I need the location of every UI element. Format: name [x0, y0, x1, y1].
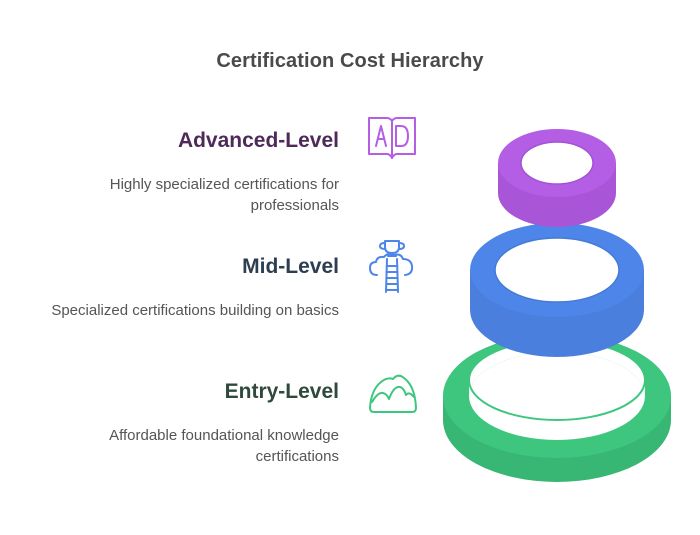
level-entry-desc-line: Affordable foundational knowledge	[109, 427, 339, 444]
level-mid-title: Mid-Level	[242, 255, 339, 278]
level-entry: Entry-Level Affordable foundational know…	[0, 379, 339, 467]
advanced-level-ring	[498, 129, 616, 227]
level-advanced-desc: Highly specialized certifications for pr…	[0, 174, 339, 216]
level-advanced: Advanced-Level Highly specialized certif…	[0, 128, 339, 216]
mid-level-ring	[470, 223, 644, 357]
entry-level-ring	[443, 334, 671, 482]
level-mid-desc: Specialized certifications building on b…	[0, 300, 339, 321]
level-advanced-desc-line: Highly specialized certifications for	[109, 176, 339, 193]
level-entry-desc-line: certifications	[255, 448, 339, 465]
level-entry-title: Entry-Level	[224, 380, 339, 403]
mountain-icon	[367, 368, 419, 416]
ad-book-icon	[365, 113, 419, 165]
level-mid-desc-line: Specialized certifications building on b…	[51, 302, 339, 319]
level-advanced-desc-line: professionals	[250, 197, 339, 214]
level-advanced-title: Advanced-Level	[177, 129, 339, 152]
level-entry-desc: Affordable foundational knowledge certif…	[0, 425, 339, 467]
level-mid: Mid-Level Specialized certifications bui…	[0, 254, 339, 321]
page-title: Certification Cost Hierarchy	[216, 50, 484, 72]
trophy-ladder-icon	[367, 237, 417, 295]
